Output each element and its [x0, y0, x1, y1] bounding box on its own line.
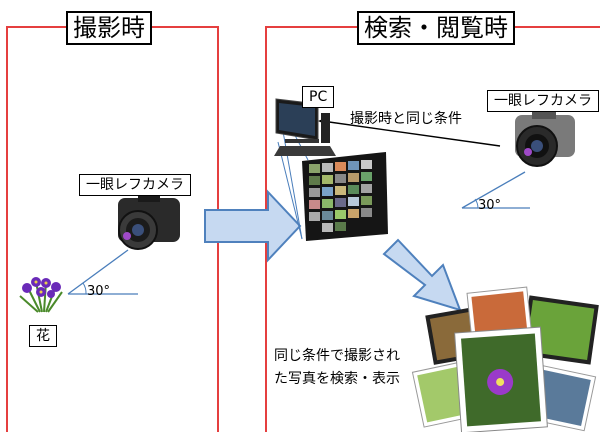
pc-icon	[274, 98, 336, 156]
same-condition-text: 撮影時と同じ条件	[350, 111, 462, 127]
photo-pile	[411, 286, 599, 432]
right-panel-title: 検索・閲覧時	[357, 11, 515, 45]
flower-label: 花	[29, 325, 57, 347]
transition-arrow	[204, 189, 302, 263]
result-text-line2: た写真を検索・表示	[274, 371, 400, 387]
right-angle-label: 30°	[478, 198, 502, 213]
pc-label: PC	[302, 86, 335, 108]
result-text-line1: 同じ条件で撮影され	[274, 348, 400, 364]
right-camera-icon	[515, 110, 575, 167]
left-panel-frame	[6, 26, 219, 432]
right-camera-label: 一眼レフカメラ	[487, 90, 599, 112]
same-condition-arrow	[321, 120, 501, 147]
flower-icon	[19, 277, 63, 313]
left-panel-title: 撮影時	[66, 11, 152, 45]
right-camera-sightline	[461, 171, 526, 209]
thumbnail-grid-screen	[302, 152, 388, 241]
left-camera-icon	[118, 193, 180, 250]
left-camera-label: 一眼レフカメラ	[79, 174, 191, 196]
left-angle-label: 30°	[87, 284, 111, 299]
result-arrow	[382, 238, 462, 312]
left-camera-sightline	[67, 249, 129, 295]
